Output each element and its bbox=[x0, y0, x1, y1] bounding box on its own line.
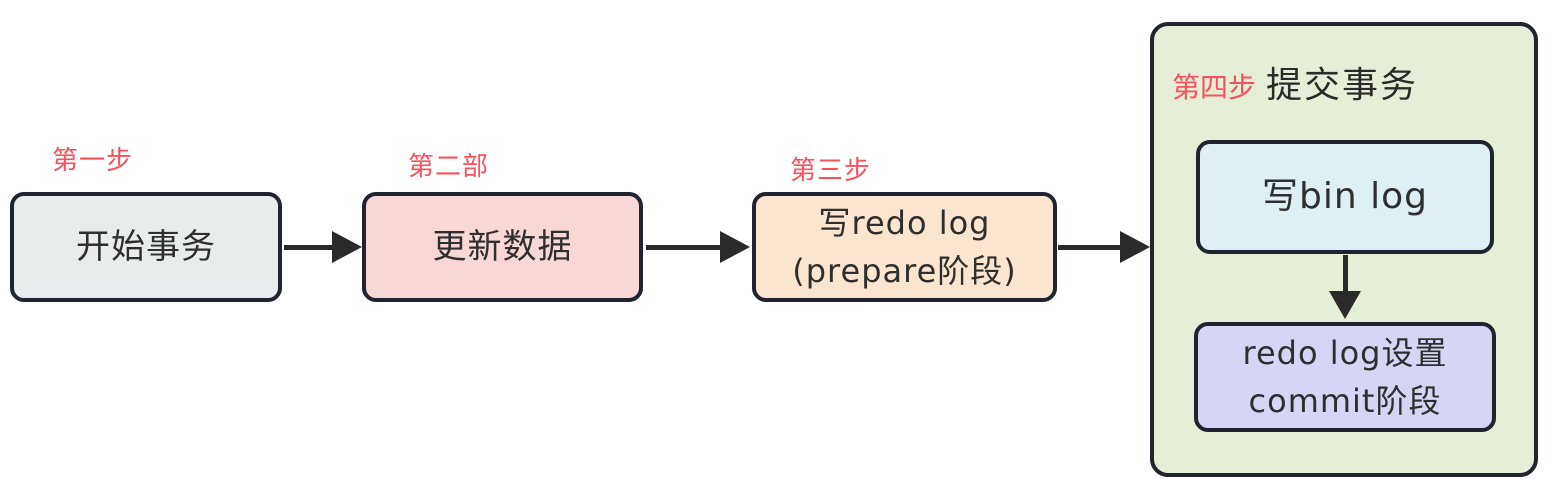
step1-label: 第一步 bbox=[52, 146, 134, 176]
node-begin-transaction: 开始事务 bbox=[10, 192, 282, 302]
node-redo-line1: 写redo log bbox=[818, 204, 991, 242]
step4-title: 提交事务 bbox=[1266, 65, 1419, 106]
arrow-right-icon bbox=[284, 231, 362, 263]
node-begin-text: 开始事务 bbox=[76, 227, 216, 267]
arrow-shaft bbox=[646, 244, 720, 250]
node-commit-line1: redo log设置 bbox=[1242, 334, 1448, 372]
node-commit-line2: commit阶段 bbox=[1248, 382, 1442, 420]
arrow-right-icon bbox=[646, 231, 750, 263]
step3-label: 第三步 bbox=[790, 156, 872, 186]
arrow-head bbox=[1329, 291, 1361, 319]
node-binlog-text: 写bin log bbox=[1262, 176, 1428, 217]
arrow-shaft bbox=[284, 244, 332, 250]
node-update-text: 更新数据 bbox=[432, 227, 573, 267]
arrow-head bbox=[332, 231, 362, 263]
arrow-down-icon bbox=[1329, 255, 1361, 319]
arrow-right-icon bbox=[1058, 231, 1150, 263]
arrow-shaft bbox=[1342, 255, 1348, 291]
arrow-head bbox=[720, 231, 750, 263]
node-redo-log-commit: redo log设置 commit阶段 bbox=[1194, 322, 1496, 432]
step2-label: 第二部 bbox=[408, 152, 490, 182]
node-redo-line2: (prepare阶段) bbox=[792, 252, 1017, 290]
group-header: 第四步 提交事务 bbox=[1172, 56, 1418, 108]
node-write-redo-log: 写redo log (prepare阶段) bbox=[752, 192, 1057, 302]
arrow-shaft bbox=[1058, 244, 1120, 250]
step4-label: 第四步 bbox=[1172, 71, 1257, 104]
group-commit-transaction: 第四步 提交事务 写bin log redo log设置 commit阶段 bbox=[1150, 22, 1538, 477]
node-update-data: 更新数据 bbox=[362, 192, 643, 302]
arrow-head bbox=[1120, 231, 1150, 263]
node-write-bin-log: 写bin log bbox=[1196, 140, 1494, 254]
